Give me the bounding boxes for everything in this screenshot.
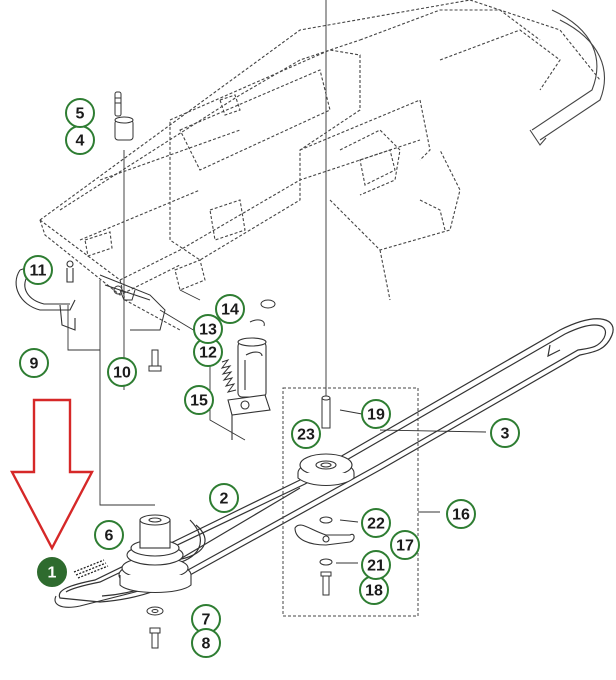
leader-lines bbox=[67, 280, 246, 506]
callout-circle bbox=[361, 399, 391, 429]
chassis-frame bbox=[39, 0, 601, 331]
callout-18: 18 bbox=[359, 575, 389, 605]
callout-1: 1 bbox=[37, 557, 67, 587]
callout-circle bbox=[390, 530, 420, 560]
callout-14: 14 bbox=[215, 294, 245, 324]
idler-pulley bbox=[297, 453, 355, 487]
callout-circle bbox=[490, 418, 520, 448]
callout-label: 8 bbox=[202, 636, 211, 653]
callout-label: 3 bbox=[501, 426, 510, 443]
callout-label: 9 bbox=[30, 356, 39, 373]
drive-key bbox=[73, 559, 109, 579]
callout-label: 6 bbox=[105, 528, 114, 545]
callout-label: 22 bbox=[367, 516, 385, 533]
callout-13: 13 bbox=[193, 314, 223, 344]
callout-17: 17 bbox=[390, 530, 420, 560]
callout-label: 2 bbox=[220, 491, 229, 508]
callout-label: 12 bbox=[199, 345, 217, 362]
callout-8: 8 bbox=[191, 628, 221, 658]
callout-5: 5 bbox=[65, 98, 95, 128]
tensioner-assembly bbox=[227, 337, 271, 440]
callout-10: 10 bbox=[107, 357, 137, 387]
down-arrow-icon bbox=[10, 398, 94, 551]
callout-19: 19 bbox=[361, 399, 391, 429]
callout-4: 4 bbox=[65, 125, 95, 155]
washer-part bbox=[146, 606, 164, 616]
callout-22: 22 bbox=[361, 508, 391, 538]
bracket-plate bbox=[99, 274, 166, 331]
callout-label: 13 bbox=[199, 322, 217, 339]
callout-label: 14 bbox=[221, 302, 239, 319]
pin-part bbox=[114, 91, 122, 117]
idler-washers bbox=[319, 516, 333, 596]
idler-bolt bbox=[321, 395, 331, 429]
bolt-part bbox=[148, 349, 162, 372]
callout-circle bbox=[291, 419, 321, 449]
callout-label: 16 bbox=[452, 507, 470, 524]
idler-group-box bbox=[282, 387, 419, 617]
callout-label: 7 bbox=[202, 612, 211, 629]
callout-circle bbox=[361, 550, 391, 580]
spring-part bbox=[220, 359, 237, 393]
callout-circle bbox=[215, 294, 245, 324]
callout-label: 10 bbox=[113, 365, 131, 382]
callout-7: 7 bbox=[191, 604, 221, 634]
shaft-line bbox=[123, 0, 327, 400]
bottom-bolt bbox=[149, 627, 161, 649]
callout-label: 17 bbox=[396, 538, 414, 555]
callout-23: 23 bbox=[291, 419, 321, 449]
callout-9: 9 bbox=[19, 348, 49, 378]
callout-circle bbox=[107, 357, 137, 387]
ring-part bbox=[249, 299, 276, 327]
callout-circle bbox=[23, 255, 53, 285]
callout-label: 19 bbox=[367, 407, 385, 424]
callout-6: 6 bbox=[94, 520, 124, 550]
callout-circle bbox=[193, 314, 223, 344]
callout-3: 3 bbox=[490, 418, 520, 448]
callout-15: 15 bbox=[184, 385, 214, 415]
callout-2: 2 bbox=[209, 483, 239, 513]
idler-leaders bbox=[336, 409, 487, 564]
steering-tube bbox=[529, 9, 605, 146]
callout-circle bbox=[94, 520, 124, 550]
callout-11: 11 bbox=[23, 255, 53, 285]
idler-arm bbox=[294, 524, 355, 546]
callout-label: 5 bbox=[76, 106, 85, 123]
callout-circle bbox=[191, 628, 221, 658]
callout-label: 18 bbox=[365, 583, 383, 600]
callout-circle bbox=[37, 557, 67, 587]
callout-label: 21 bbox=[367, 558, 385, 575]
callout-label: 1 bbox=[48, 565, 57, 582]
callout-label: 15 bbox=[190, 393, 208, 410]
callout-label: 4 bbox=[76, 133, 85, 150]
engine-pulley bbox=[118, 514, 192, 593]
callout-circle bbox=[184, 385, 214, 415]
callout-21: 21 bbox=[361, 550, 391, 580]
callout-circle bbox=[209, 483, 239, 513]
callout-circle bbox=[361, 508, 391, 538]
callout-label: 11 bbox=[30, 263, 47, 280]
callout-circle bbox=[65, 98, 95, 128]
callout-circle bbox=[19, 348, 49, 378]
callout-circle bbox=[446, 499, 476, 529]
callout-16: 16 bbox=[446, 499, 476, 529]
spacer-part bbox=[114, 116, 134, 141]
callout-label: 23 bbox=[297, 427, 315, 444]
